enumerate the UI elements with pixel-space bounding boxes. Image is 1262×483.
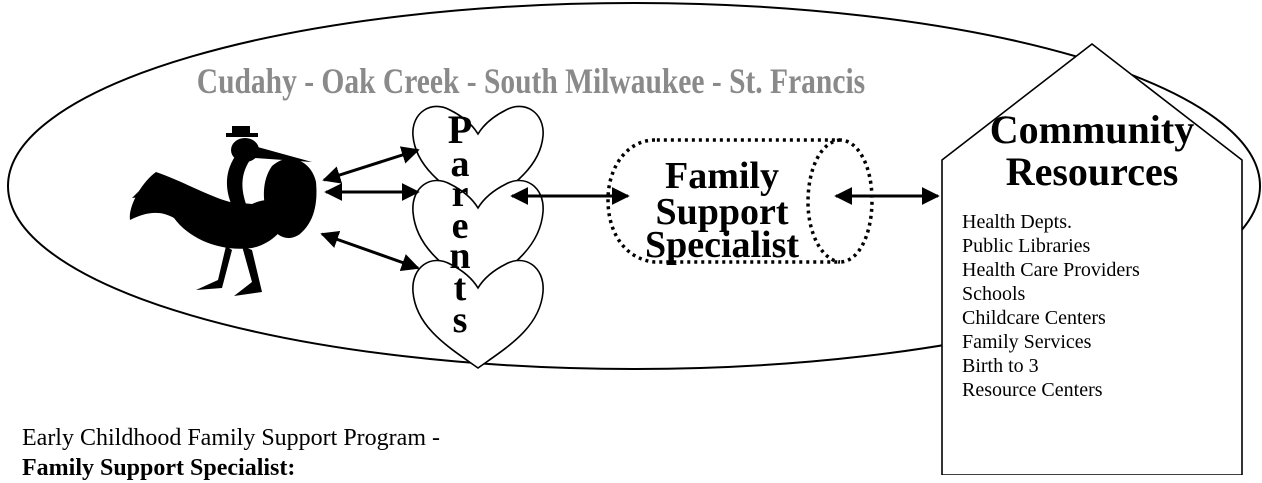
community-house (941, 42, 1243, 476)
parents-letter-5: n (449, 235, 470, 277)
parents-letter-6: t (454, 267, 467, 309)
caption: Early Childhood Family Support Program -… (22, 423, 440, 483)
community-oval (7, 2, 1261, 370)
parents-label: P a r e n t s (448, 107, 472, 341)
community-list: Health Depts. Public Libraries Health Ca… (962, 211, 1140, 401)
community-item: Family Services (962, 331, 1092, 353)
community-item: Public Libraries (962, 235, 1091, 257)
community-item: Resource Centers (962, 379, 1103, 401)
community-item: Birth to 3 (962, 355, 1039, 377)
stork-icon (129, 126, 317, 296)
community-title-line-1: Community (990, 107, 1194, 152)
community-title: Community Resources (990, 107, 1194, 194)
parents-letter-3: r (452, 173, 469, 215)
caption-line-2-text: Family Support Specialist (22, 455, 288, 481)
specialist-label: Family Support Specialist (645, 155, 799, 266)
parents-letter-7: s (453, 299, 468, 341)
specialist-line-2: Support (655, 191, 788, 233)
cities-heading: Cudahy - Oak Creek - South Milwaukee - S… (197, 62, 865, 101)
stork-parents-arrows (320, 146, 420, 272)
community-item: Health Care Providers (962, 259, 1140, 281)
caption-line-1: Early Childhood Family Support Program - (22, 425, 440, 451)
community-item: Health Depts. (962, 211, 1072, 233)
specialist-line-3: Specialist (645, 224, 799, 266)
arrow-stork-parents-bottom (320, 230, 420, 272)
heart-bottom (412, 259, 544, 369)
arrow-stork-parents-top (322, 146, 420, 184)
specialist-line-1: Family (665, 155, 779, 197)
community-item: Schools (962, 283, 1026, 305)
parents-letter-4: e (452, 205, 469, 247)
parents-hearts (412, 105, 544, 369)
caption-line-2: Family Support Specialist: (22, 455, 296, 481)
parents-letter-1: P (448, 107, 472, 152)
parents-letter-2: a (451, 143, 470, 185)
community-title-line-2: Resources (1006, 149, 1179, 194)
community-item: Childcare Centers (962, 307, 1106, 329)
